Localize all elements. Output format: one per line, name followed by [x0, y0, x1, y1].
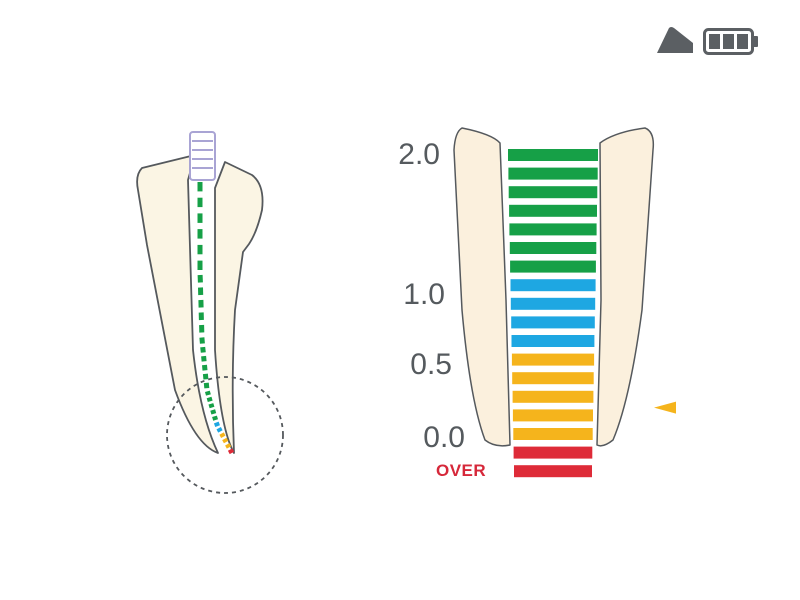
canal-segment-green — [204, 390, 211, 396]
meter-bar-green — [509, 242, 597, 254]
scale-label-0-0: 0.0 — [423, 421, 465, 454]
meter-bar-yellow — [513, 428, 593, 440]
canal-segment-blue — [216, 427, 223, 433]
signal-strength-icon — [657, 27, 693, 53]
meter-bar-green — [509, 204, 597, 217]
canal-segment-green — [208, 403, 215, 409]
battery-cell — [709, 34, 720, 49]
canal-segment-green — [202, 364, 208, 371]
scale-label-1-0: 1.0 — [403, 278, 445, 311]
canal-segment-yellow — [219, 432, 226, 438]
canal-segment-green — [202, 373, 209, 380]
meter-bar-blue — [510, 279, 596, 292]
canal-segment-green — [200, 346, 206, 353]
file-handle — [189, 131, 216, 181]
meter-bar-green — [508, 149, 598, 161]
meter-wall-right — [596, 127, 655, 447]
meter-bar-red — [513, 446, 593, 459]
canal-segment-blue — [213, 421, 220, 427]
meter-bar-red — [514, 465, 592, 478]
apex-position-indicator — [654, 401, 676, 414]
canal-segment-green — [206, 396, 213, 402]
meter-bar-yellow — [511, 353, 595, 366]
battery-cell — [737, 34, 748, 49]
over-label: OVER — [436, 461, 487, 480]
apex-magnifier-circle — [166, 376, 284, 494]
canal-file-indicator — [197, 182, 235, 455]
canal-segment-green — [212, 415, 218, 421]
meter-bar-green — [510, 260, 596, 273]
tooth-root-right — [214, 161, 264, 454]
battery-icon — [703, 28, 758, 55]
canal-segment-yellow — [222, 437, 229, 444]
meter-bar-yellow — [512, 409, 593, 422]
scale-label-2-0: 2.0 — [398, 138, 440, 171]
meter-bar-yellow — [512, 390, 594, 403]
meter-bar-blue — [511, 335, 595, 347]
tooth-diagram — [136, 131, 284, 494]
battery-cell — [723, 34, 734, 49]
canal-segment-green — [201, 355, 207, 362]
canal-segment-red — [227, 448, 235, 455]
canal-segment-green — [210, 409, 217, 415]
meter-bar-green — [508, 167, 598, 180]
meter-wall-left — [453, 127, 511, 447]
canal-segment-green — [199, 337, 205, 344]
tooth-root-left — [136, 154, 219, 454]
meter-bar-blue — [510, 297, 596, 310]
meter-bar-blue — [511, 316, 595, 329]
scale-label-0-5: 0.5 — [410, 348, 452, 381]
meter-bar-green — [508, 186, 598, 199]
meter-bar-yellow — [512, 372, 594, 385]
meter-bar-green — [509, 223, 597, 236]
canal-segment-green — [203, 382, 210, 389]
canal-segment-yellow — [225, 443, 232, 449]
